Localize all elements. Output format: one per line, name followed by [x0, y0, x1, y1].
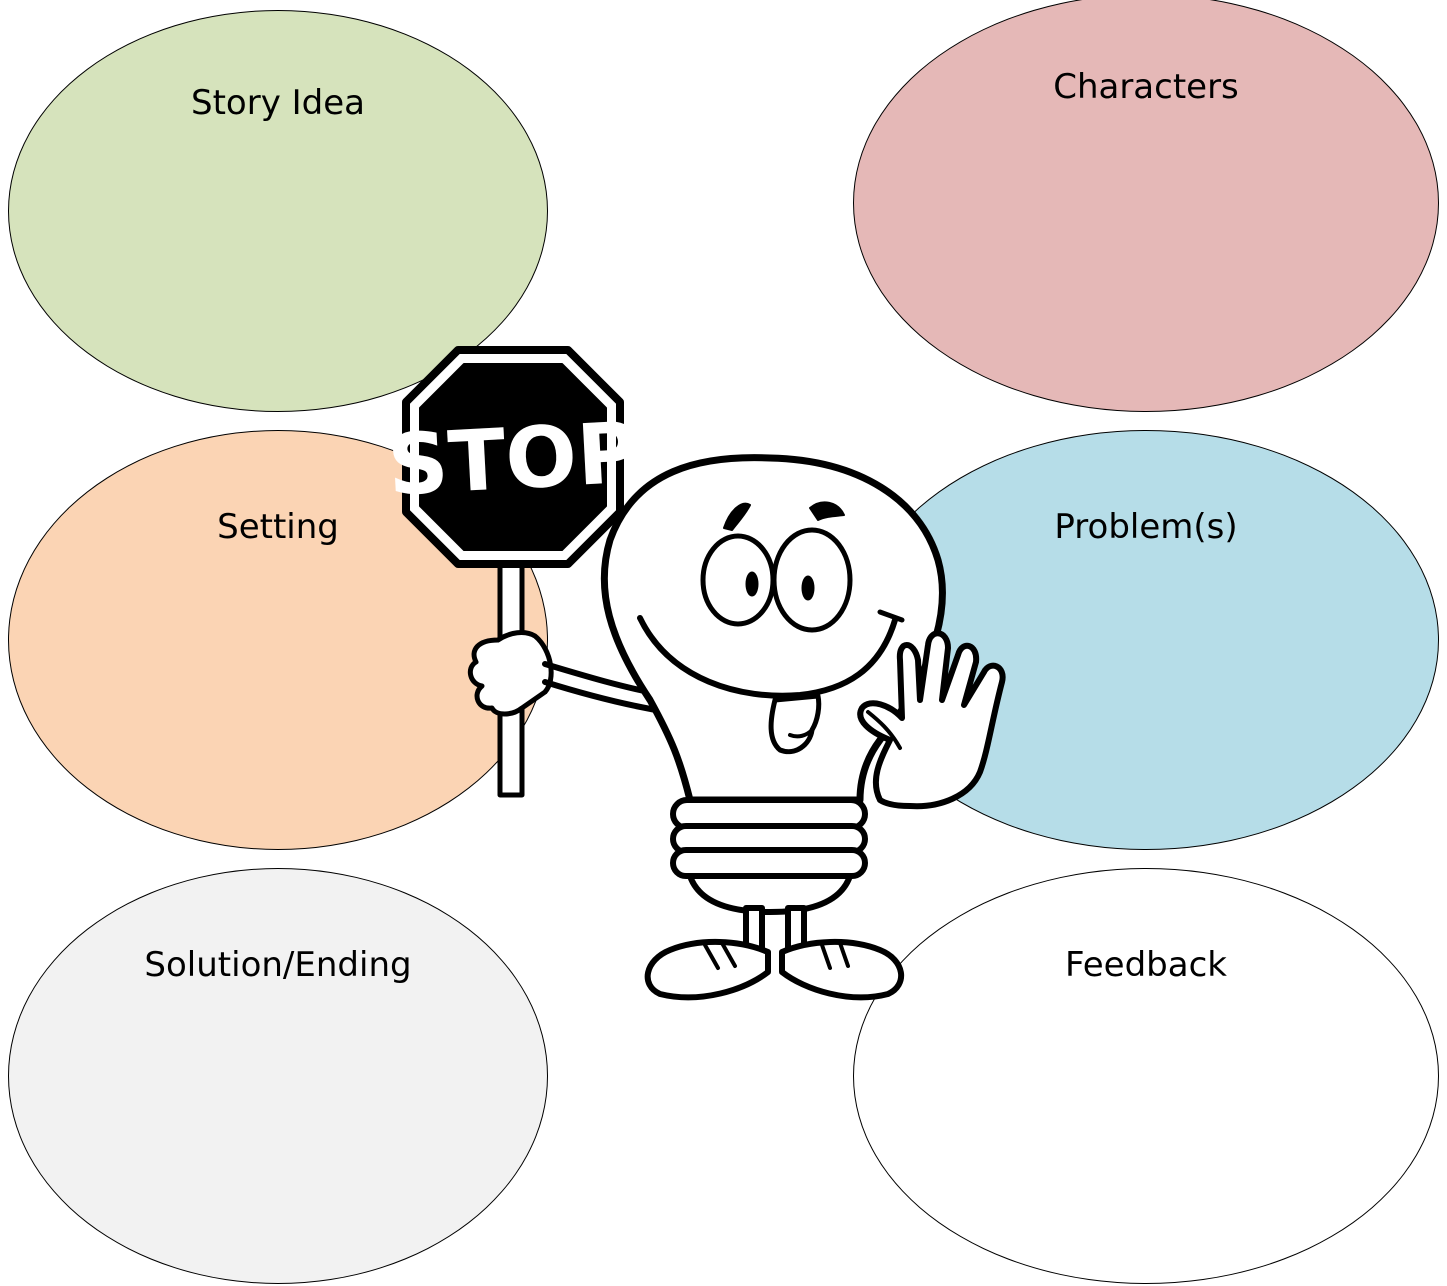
right-pupil	[801, 575, 815, 601]
left-hand	[467, 630, 554, 717]
oval-story-idea: Story Idea	[8, 10, 548, 412]
right-eyebrow	[809, 501, 845, 521]
smile	[637, 615, 898, 699]
oval-label-solution-ending: Solution/Ending	[144, 945, 412, 985]
oval-problems: Problem(s)	[853, 430, 1439, 850]
oval-label-story-idea: Story Idea	[191, 83, 365, 123]
oval-label-problems: Problem(s)	[1054, 507, 1238, 547]
stop-sign-text: STOP	[385, 404, 641, 515]
oval-label-setting: Setting	[217, 507, 339, 547]
oval-feedback: Feedback	[853, 868, 1439, 1284]
oval-label-characters: Characters	[1053, 67, 1239, 107]
oval-label-feedback: Feedback	[1065, 945, 1227, 985]
left-eye	[700, 533, 776, 627]
left-pupil	[745, 571, 759, 597]
oval-solution-ending: Solution/Ending	[8, 868, 548, 1284]
left-eyebrow	[723, 502, 751, 531]
oval-characters: Characters	[853, 0, 1439, 412]
mouth-tongue	[768, 693, 822, 755]
bulb-base-bottom	[687, 873, 853, 915]
bulb-ring-3	[670, 847, 868, 879]
right-shoe	[779, 938, 905, 1001]
right-hand	[857, 630, 1006, 810]
